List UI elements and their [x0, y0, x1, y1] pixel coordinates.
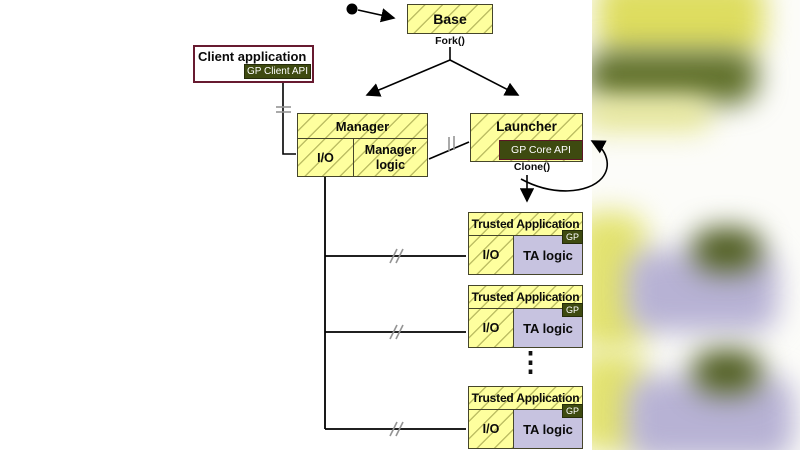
blur-blob-olive-badge1	[692, 228, 762, 272]
manager-box: Manager I/O Manager logic	[297, 113, 428, 177]
client-application-title: Client application	[198, 49, 307, 64]
initial-state-dot	[346, 3, 358, 15]
ta3-gp-badge: GP	[562, 404, 583, 418]
ta1-gp-badge: GP	[562, 230, 583, 244]
blur-blob-olive-top	[592, 50, 758, 104]
base-label: Base	[433, 11, 467, 27]
gp-client-api-chip: GP Client API	[244, 64, 311, 79]
fork-label: Fork()	[435, 35, 465, 47]
manager-title: Manager	[298, 114, 427, 139]
ta1-title: Trusted Application	[469, 213, 582, 236]
ta2-title: Trusted Application	[469, 286, 582, 309]
manager-logic-cell: Manager logic	[354, 139, 427, 176]
clone-label: Clone()	[513, 161, 551, 173]
ta2-gp-badge: GP	[562, 303, 583, 317]
channel-tick-marks	[276, 106, 455, 437]
client-to-manager-line	[282, 83, 296, 155]
launcher-box: Launcher GP Core API	[470, 113, 583, 162]
fork-to-launcher-arrow	[449, 59, 520, 96]
initial-to-base-arrow	[357, 8, 396, 23]
blur-blob-yellow-top	[597, 0, 765, 56]
blur-blob-olive-badge2	[692, 350, 762, 394]
blur-blob-paleyellow	[592, 98, 712, 132]
fork-to-manager-arrow	[365, 59, 451, 97]
manager-logic-label: Manager logic	[364, 143, 417, 172]
trusted-application-box-2: Trusted Application I/O TA logic GP	[468, 285, 583, 348]
gp-core-api-chip: GP Core API	[499, 140, 583, 160]
manager-io-cell: I/O	[298, 139, 354, 176]
background-blur-panel	[592, 0, 800, 450]
clone-self-loop-arrow	[520, 140, 608, 192]
ta3-title: Trusted Application	[469, 387, 582, 410]
ta2-io-cell: I/O	[482, 321, 500, 335]
client-application-box: Client application GP Client API	[193, 45, 314, 83]
trusted-application-box-1: Trusted Application I/O TA logic GP	[468, 212, 583, 275]
trusted-application-box-3: Trusted Application I/O TA logic GP	[468, 386, 583, 449]
base-box: Base	[407, 4, 493, 34]
ta1-io-cell: I/O	[482, 248, 500, 262]
launcher-title: Launcher	[496, 119, 557, 134]
ta3-io-cell: I/O	[482, 422, 500, 436]
more-tas-ellipsis: ⋮	[517, 347, 544, 377]
